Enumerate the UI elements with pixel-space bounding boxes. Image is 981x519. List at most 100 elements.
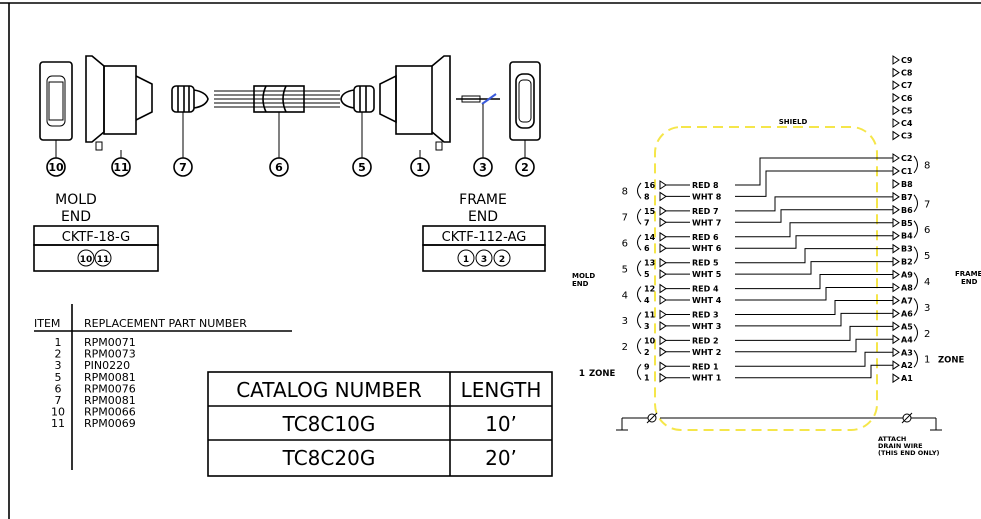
- svg-text:1: 1: [416, 161, 424, 174]
- item-cell: 2: [55, 348, 62, 361]
- wire-label: RED 2: [692, 336, 719, 345]
- callout-5: 5: [352, 157, 372, 177]
- frame-pin-label: B2: [901, 258, 913, 267]
- svg-text:3: 3: [481, 255, 487, 265]
- contact-pin-icon: [456, 93, 500, 105]
- zone-number: 8: [622, 187, 628, 198]
- pin-arrow-icon: [659, 335, 667, 346]
- mold-pin-label: 14: [644, 233, 656, 242]
- part-cell: RPM0076: [84, 382, 136, 395]
- mold-connector-icon: [39, 61, 73, 141]
- wire-label: WHT 3: [692, 322, 721, 331]
- zone-number: 3: [622, 316, 628, 327]
- frame-zone-number: 4: [924, 277, 930, 288]
- pin-arrow-icon: [659, 205, 667, 216]
- wire-route: [735, 338, 893, 353]
- svg-text:3: 3: [479, 161, 487, 174]
- pin-arrow-icon: [659, 283, 667, 294]
- part-cell: RPM0073: [84, 348, 136, 361]
- zone-bracket: [637, 286, 642, 303]
- mold-end-title-2: END: [61, 209, 91, 225]
- spare-pin-label: C5: [901, 106, 913, 115]
- catalog-number-cell: TC8C10G: [282, 412, 376, 436]
- wire-route: [735, 351, 893, 367]
- zone-number: 6: [622, 239, 628, 250]
- frame-end-title-2: END: [468, 209, 498, 225]
- frame-end-label-1: FRAME: [955, 270, 981, 278]
- frame-pin-label: A6: [901, 309, 913, 318]
- pin-arrow-icon: [892, 373, 900, 384]
- part-cell: PIN0220: [84, 359, 130, 372]
- frame-pin-label: B8: [901, 180, 913, 189]
- pin-arrow-icon: [892, 67, 900, 78]
- frame-zone-number: 6: [924, 225, 930, 236]
- zone-bracket: [637, 338, 642, 355]
- pin-arrow-icon: [892, 308, 900, 319]
- shield-outline: [654, 126, 878, 431]
- item-cell: 6: [55, 382, 62, 395]
- zone-bracket: [913, 220, 918, 239]
- mold-end-block: MOLD END CKTF-18-G 10 11: [33, 192, 159, 272]
- wire-label: WHT 8: [692, 192, 722, 201]
- spare-pin-label: C3: [901, 132, 912, 141]
- wire-route: [735, 325, 893, 341]
- mold-pin-label: 12: [644, 285, 655, 294]
- wire-label: RED 3: [692, 311, 719, 320]
- pin-arrow-icon: [892, 217, 900, 228]
- length-cell: 10’: [485, 412, 517, 436]
- mold-pin-label: 4: [644, 296, 650, 305]
- pin-arrow-icon: [659, 295, 667, 305]
- frame-end-title-1: FRAME: [459, 192, 507, 208]
- frame-zone-number: 3: [924, 303, 930, 314]
- pin-arrow-icon: [659, 346, 667, 357]
- wire-route: [735, 364, 893, 379]
- pin-arrow-icon: [892, 105, 900, 116]
- item-cell: 5: [55, 371, 62, 384]
- zone-word: ZONE: [589, 369, 616, 379]
- frame-pin-label: A8: [901, 284, 913, 293]
- strain-relief-icon: [171, 85, 209, 113]
- zone-bracket: [913, 324, 918, 342]
- zone-word: ZONE: [938, 356, 965, 366]
- wire-route: [735, 235, 893, 249]
- item-cell: 11: [51, 417, 65, 430]
- zone-bracket: [637, 234, 642, 251]
- spare-pin-label: C9: [901, 56, 913, 65]
- pin-arrow-icon: [892, 243, 900, 254]
- wire-route: [735, 261, 893, 275]
- item-cell: 3: [55, 359, 62, 372]
- frame-end-label-2: END: [961, 278, 978, 286]
- frame-pin-label: A4: [901, 335, 913, 344]
- ground-right-icon: [660, 412, 942, 431]
- wire-label: RED 1: [692, 362, 719, 371]
- attach-label-2: DRAIN WIRE: [878, 442, 923, 450]
- spare-pin-label: C6: [901, 94, 913, 103]
- frame-pin-label: A3: [901, 348, 913, 357]
- wire-route: [735, 287, 893, 301]
- col-item-header: ITEM: [34, 317, 60, 330]
- pin-arrow-icon: [892, 269, 900, 280]
- pin-arrow-icon: [659, 231, 667, 242]
- part-cell: RPM0071: [84, 336, 136, 349]
- frame-pin-label: A1: [901, 374, 913, 383]
- mold-end-label-1: MOLD: [572, 272, 595, 280]
- wire-label: WHT 5: [692, 270, 722, 279]
- frame-pin-label: B6: [901, 206, 913, 215]
- zone-number: 4: [622, 290, 628, 301]
- mold-pin-label: 6: [644, 244, 650, 253]
- pin-arrow-icon: [892, 334, 900, 345]
- wire-route: [735, 157, 893, 186]
- wire-label: WHT 4: [692, 296, 722, 305]
- mold-pin-label: 9: [644, 362, 650, 371]
- wire-route: [735, 170, 893, 197]
- zone-bracket: [913, 349, 918, 368]
- frame-pin-label: C2: [901, 154, 912, 163]
- callout-3: 3: [473, 157, 493, 177]
- wire-route: [735, 299, 893, 315]
- zone-number: 5: [622, 264, 628, 275]
- svg-text:1: 1: [463, 255, 469, 265]
- wire-route: [735, 222, 893, 238]
- zone-bracket: [637, 312, 642, 329]
